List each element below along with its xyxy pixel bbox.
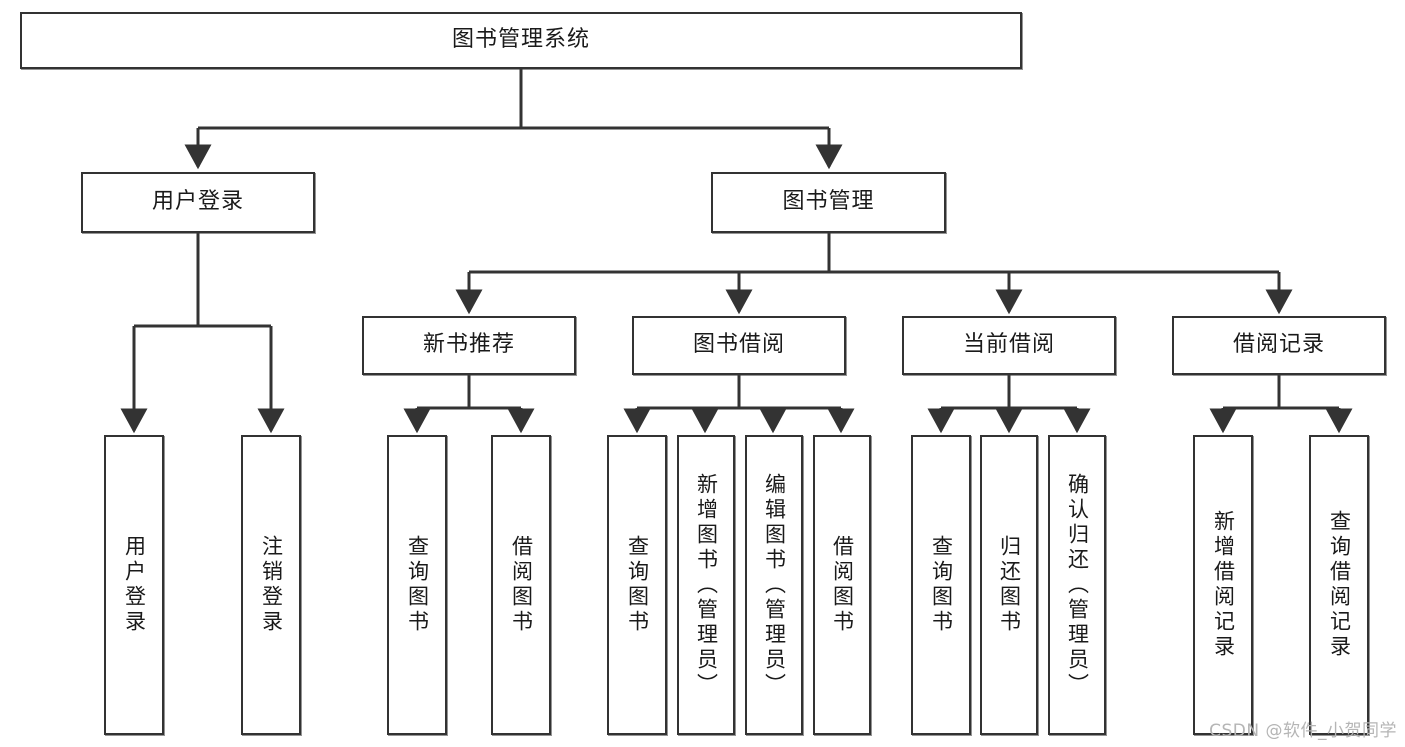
- node-leaf-query-book-1[interactable]: 查询图书: [387, 435, 447, 735]
- node-label: 借阅图书: [830, 535, 855, 635]
- node-leaf-user-login[interactable]: 用户登录: [104, 435, 164, 735]
- node-label: 新书推荐: [422, 332, 515, 358]
- node-new-book-recommend[interactable]: 新书推荐: [362, 316, 576, 375]
- csdn-watermark: CSDN @软件_小贺同学: [1209, 721, 1397, 741]
- node-label: 查询图书: [625, 535, 650, 635]
- node-leaf-query-book-3[interactable]: 查询图书: [911, 435, 971, 735]
- node-leaf-confirm-return[interactable]: 确认归还（管理员）: [1048, 435, 1106, 735]
- node-user-login[interactable]: 用户登录: [81, 172, 315, 233]
- node-leaf-user-logout[interactable]: 注销登录: [241, 435, 301, 735]
- node-leaf-borrow-book-2[interactable]: 借阅图书: [813, 435, 871, 735]
- node-label: 查询图书: [929, 535, 954, 635]
- node-label: 借阅图书: [509, 535, 534, 635]
- node-book-borrow[interactable]: 图书借阅: [632, 316, 846, 375]
- node-label: 图书借阅: [692, 332, 785, 358]
- node-book-manage[interactable]: 图书管理: [711, 172, 946, 233]
- node-label: 归还图书: [997, 535, 1022, 635]
- node-label: 用户登录: [122, 535, 147, 635]
- node-label: 新增借阅记录: [1211, 510, 1236, 660]
- node-label: 当前借阅: [962, 332, 1055, 358]
- node-label: 图书管理: [782, 189, 875, 215]
- node-label: 用户登录: [151, 189, 244, 215]
- node-leaf-edit-book[interactable]: 编辑图书（管理员）: [745, 435, 803, 735]
- node-leaf-query-record[interactable]: 查询借阅记录: [1309, 435, 1369, 735]
- node-leaf-add-record[interactable]: 新增借阅记录: [1193, 435, 1253, 735]
- node-current-borrow[interactable]: 当前借阅: [902, 316, 1116, 375]
- node-borrow-record[interactable]: 借阅记录: [1172, 316, 1386, 375]
- node-label: 借阅记录: [1232, 332, 1325, 358]
- node-label: 图书管理系统: [451, 27, 590, 53]
- node-label: 查询借阅记录: [1327, 510, 1352, 660]
- node-leaf-add-book[interactable]: 新增图书（管理员）: [677, 435, 735, 735]
- node-label: 查询图书: [405, 535, 430, 635]
- node-label: 新增图书（管理员）: [694, 472, 719, 698]
- node-leaf-borrow-book-1[interactable]: 借阅图书: [491, 435, 551, 735]
- node-label: 注销登录: [259, 535, 284, 635]
- node-label: 确认归还（管理员）: [1065, 472, 1090, 698]
- node-label: 编辑图书（管理员）: [762, 472, 787, 698]
- node-leaf-return-book[interactable]: 归还图书: [980, 435, 1038, 735]
- node-leaf-query-book-2[interactable]: 查询图书: [607, 435, 667, 735]
- node-book-management-system[interactable]: 图书管理系统: [20, 12, 1022, 69]
